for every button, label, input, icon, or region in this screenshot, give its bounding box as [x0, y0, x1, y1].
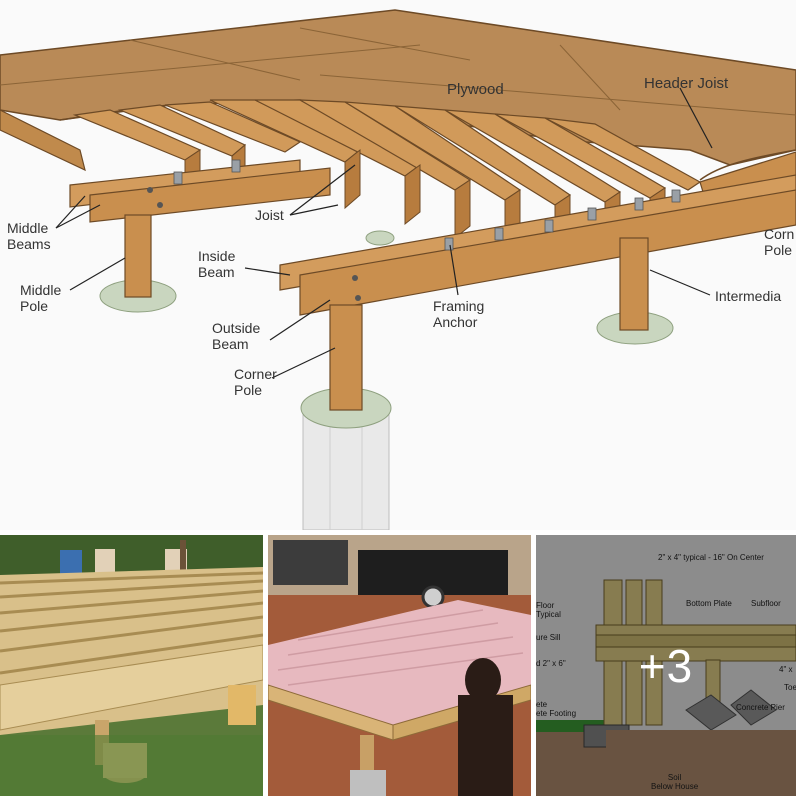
thumbnail-3[interactable]: 2" x 4" typical - 16" On Center Bottom P… [536, 535, 796, 796]
label-intermediate: Intermedia [715, 288, 782, 304]
thumbnail-2[interactable] [268, 535, 531, 796]
label-floor-typical: Floor Typical [536, 601, 561, 619]
more-photos-overlay[interactable]: +3 [536, 535, 796, 796]
main-image[interactable]: Plywood Header Joist Middle Beams Middle… [0, 0, 796, 530]
label-outside-beam: Outside Beam [212, 320, 261, 352]
label-stud: 2" x 4" typical - 16" On Center [658, 553, 764, 562]
label-footing: ete ete Footing [536, 700, 577, 718]
label-toe: Toe [784, 683, 796, 692]
label-post: 4" x [779, 665, 793, 674]
more-photos-count: +3 [638, 639, 694, 692]
label-sill: ure Sill [536, 633, 561, 642]
floor-section-diagram [536, 535, 796, 796]
label-joist-size: d 2" x 6" [536, 659, 566, 668]
label-middle-pole: Middle Pole [20, 282, 62, 314]
label-inside-beam: Inside Beam [198, 248, 236, 280]
insulated-floor-photo [268, 535, 531, 796]
label-bottom-plate: Bottom Plate [686, 599, 732, 608]
thumbnail-1[interactable] [0, 535, 263, 796]
label-middle-beams: Middle Beams [7, 220, 51, 252]
label-header-joist: Header Joist [644, 75, 729, 92]
label-corner-pole: Corner Pole [234, 366, 277, 398]
label-pier: Concrete Pier [736, 703, 785, 712]
label-framing-anchor: Framing Anchor [433, 298, 485, 330]
label-soil: Soil Below House [651, 773, 699, 791]
deck-frame-photo [0, 535, 263, 796]
deck-framing-diagram [0, 9, 796, 530]
label-subfloor: Subfloor [751, 599, 781, 608]
label-corner-pole-right: Corn Pole [764, 226, 795, 258]
label-plywood: Plywood [447, 81, 504, 98]
label-joist: Joist [255, 207, 284, 223]
